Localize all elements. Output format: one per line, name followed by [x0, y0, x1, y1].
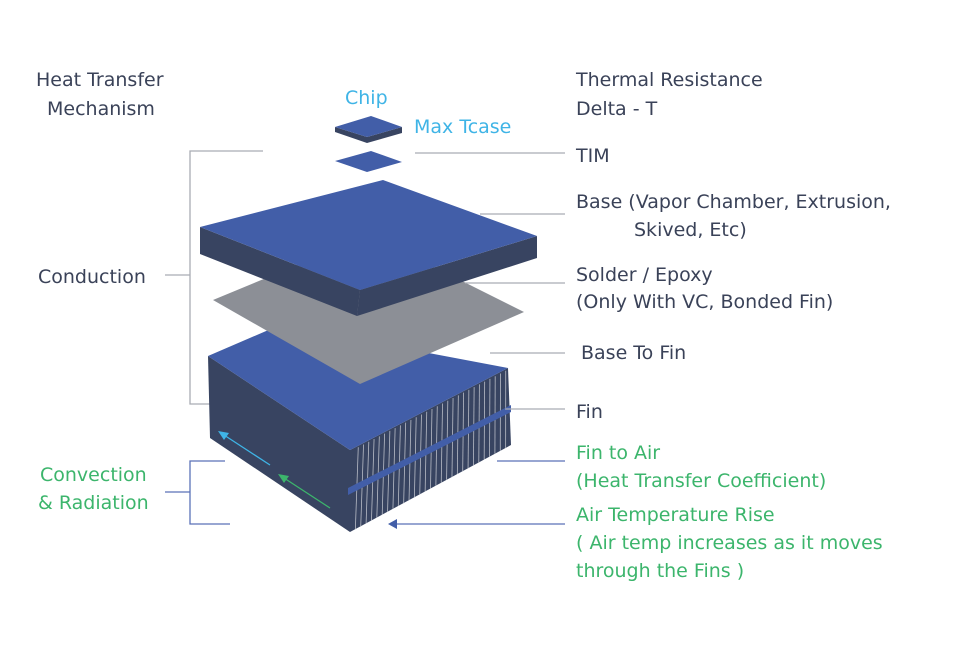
air-temp-arrow — [388, 519, 565, 529]
air-rise-line1: Air Temperature Rise — [576, 504, 775, 526]
base-label-line2: Skived, Etc) — [634, 219, 747, 241]
convection-label-line1: Convection — [40, 464, 147, 486]
fin-slot — [348, 405, 511, 495]
fin-block — [208, 325, 511, 532]
chip — [335, 116, 402, 143]
convection-bracket — [165, 460, 230, 525]
right-title-line1: Thermal Resistance — [575, 69, 763, 91]
air-rise-line2: ( Air temp increases as it moves — [576, 532, 883, 554]
max-tcase-label: Max Tcase — [414, 116, 511, 138]
tim-label: TIM — [575, 145, 610, 167]
chip-label: Chip — [345, 87, 388, 109]
leader-lines — [415, 152, 565, 410]
convection-label-line2: & Radiation — [38, 492, 149, 514]
right-title-line2: Delta - T — [576, 98, 658, 120]
base-to-fin-label: Base To Fin — [581, 342, 686, 364]
airflow-arrow-cyan — [218, 431, 271, 466]
base-label-line1: Base (Vapor Chamber, Extrusion, — [576, 191, 891, 213]
solder-label-line1: Solder / Epoxy — [576, 264, 713, 286]
airflow-arrow-green — [278, 474, 331, 509]
fin-label: Fin — [576, 401, 603, 423]
solder-label-line2: (Only With VC, Bonded Fin) — [576, 291, 833, 313]
base-plate — [200, 180, 537, 316]
left-title-line2: Mechanism — [47, 98, 155, 120]
air-rise-line3: through the Fins ) — [576, 560, 744, 582]
fin-to-air-line1: Fin to Air — [576, 442, 660, 464]
tim-layer — [335, 151, 402, 172]
fin-to-air-line2: (Heat Transfer Coefficient) — [576, 470, 826, 492]
conduction-label: Conduction — [38, 266, 146, 288]
left-title-line1: Heat Transfer — [36, 69, 164, 91]
